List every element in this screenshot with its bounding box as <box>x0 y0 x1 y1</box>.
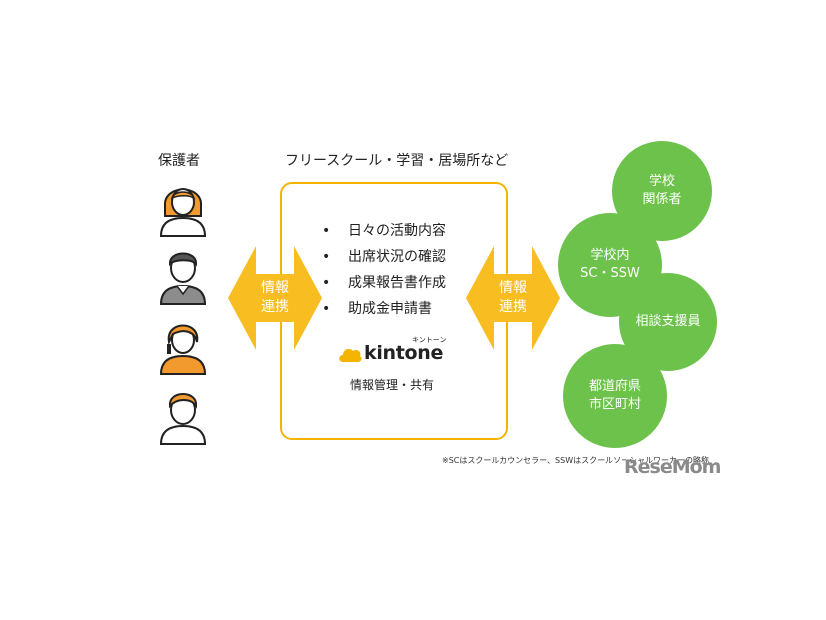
list-item: • 日々の活動内容 <box>322 218 446 244</box>
circle-line: 都道府県 <box>588 379 641 394</box>
right-arrow-label: 情報 連携 <box>466 279 560 317</box>
left-arrow-label: 情報 連携 <box>228 279 322 317</box>
activity-list: • 日々の活動内容 • 出席状況の確認 • 成果報告書作成 • 助成金申請書 <box>322 218 446 322</box>
arrow-label-line: 情報 <box>499 280 527 296</box>
arrow-label-line: 連携 <box>261 299 289 315</box>
bullet-glyph: • <box>322 301 331 317</box>
footnote: ※SCはスクールカウンセラー、SSWはスクールソーシャルワーカーの略称 <box>442 456 709 465</box>
guardian-person-icon-3 <box>159 324 207 375</box>
school-org-label: フリースクール・学習・居場所など <box>285 153 509 169</box>
org-info-panel <box>280 182 508 440</box>
bullet-glyph: • <box>322 223 331 239</box>
kintone-cloud-icon <box>339 348 362 362</box>
kintone-logo: kintone キントーン <box>338 336 458 370</box>
right-double-arrow-icon <box>466 246 560 350</box>
activity-item-label: 助成金申請書 <box>348 301 432 317</box>
circle-line: 関係者 <box>642 192 682 207</box>
bullet-glyph: • <box>322 249 331 265</box>
logo-kana: キントーン <box>412 336 447 344</box>
list-item: • 出席状況の確認 <box>322 244 446 270</box>
logo-wordmark: kintone <box>364 342 444 364</box>
activity-item-label: 成果報告書作成 <box>348 275 446 291</box>
brand-logo: ReseMom <box>624 456 721 478</box>
guardian-label: 保護者 <box>158 153 200 169</box>
activity-item-label: 日々の活動内容 <box>348 223 446 239</box>
circle-line: 市区町村 <box>588 397 641 412</box>
circle-municipality: 都道府県 市区町村 <box>563 344 667 448</box>
guardian-person-icon-2 <box>159 252 207 305</box>
bullet-glyph: • <box>322 275 331 291</box>
circle-line: 学校内 <box>590 248 630 263</box>
list-item: • 成果報告書作成 <box>322 270 446 296</box>
circle-line: SC・SSW <box>580 266 640 281</box>
list-item: • 助成金申請書 <box>322 296 446 322</box>
guardian-person-icon-1 <box>159 188 207 237</box>
activity-item-label: 出席状況の確認 <box>348 249 446 265</box>
circle-line: 学校 <box>648 174 675 189</box>
info-management-label: 情報管理・共有 <box>350 378 435 392</box>
arrow-label-line: 情報 <box>261 280 289 296</box>
guardian-person-icon-4 <box>159 393 207 445</box>
left-double-arrow-icon <box>228 246 322 350</box>
circle-line: 相談支援員 <box>635 314 701 329</box>
arrow-label-line: 連携 <box>499 299 527 315</box>
